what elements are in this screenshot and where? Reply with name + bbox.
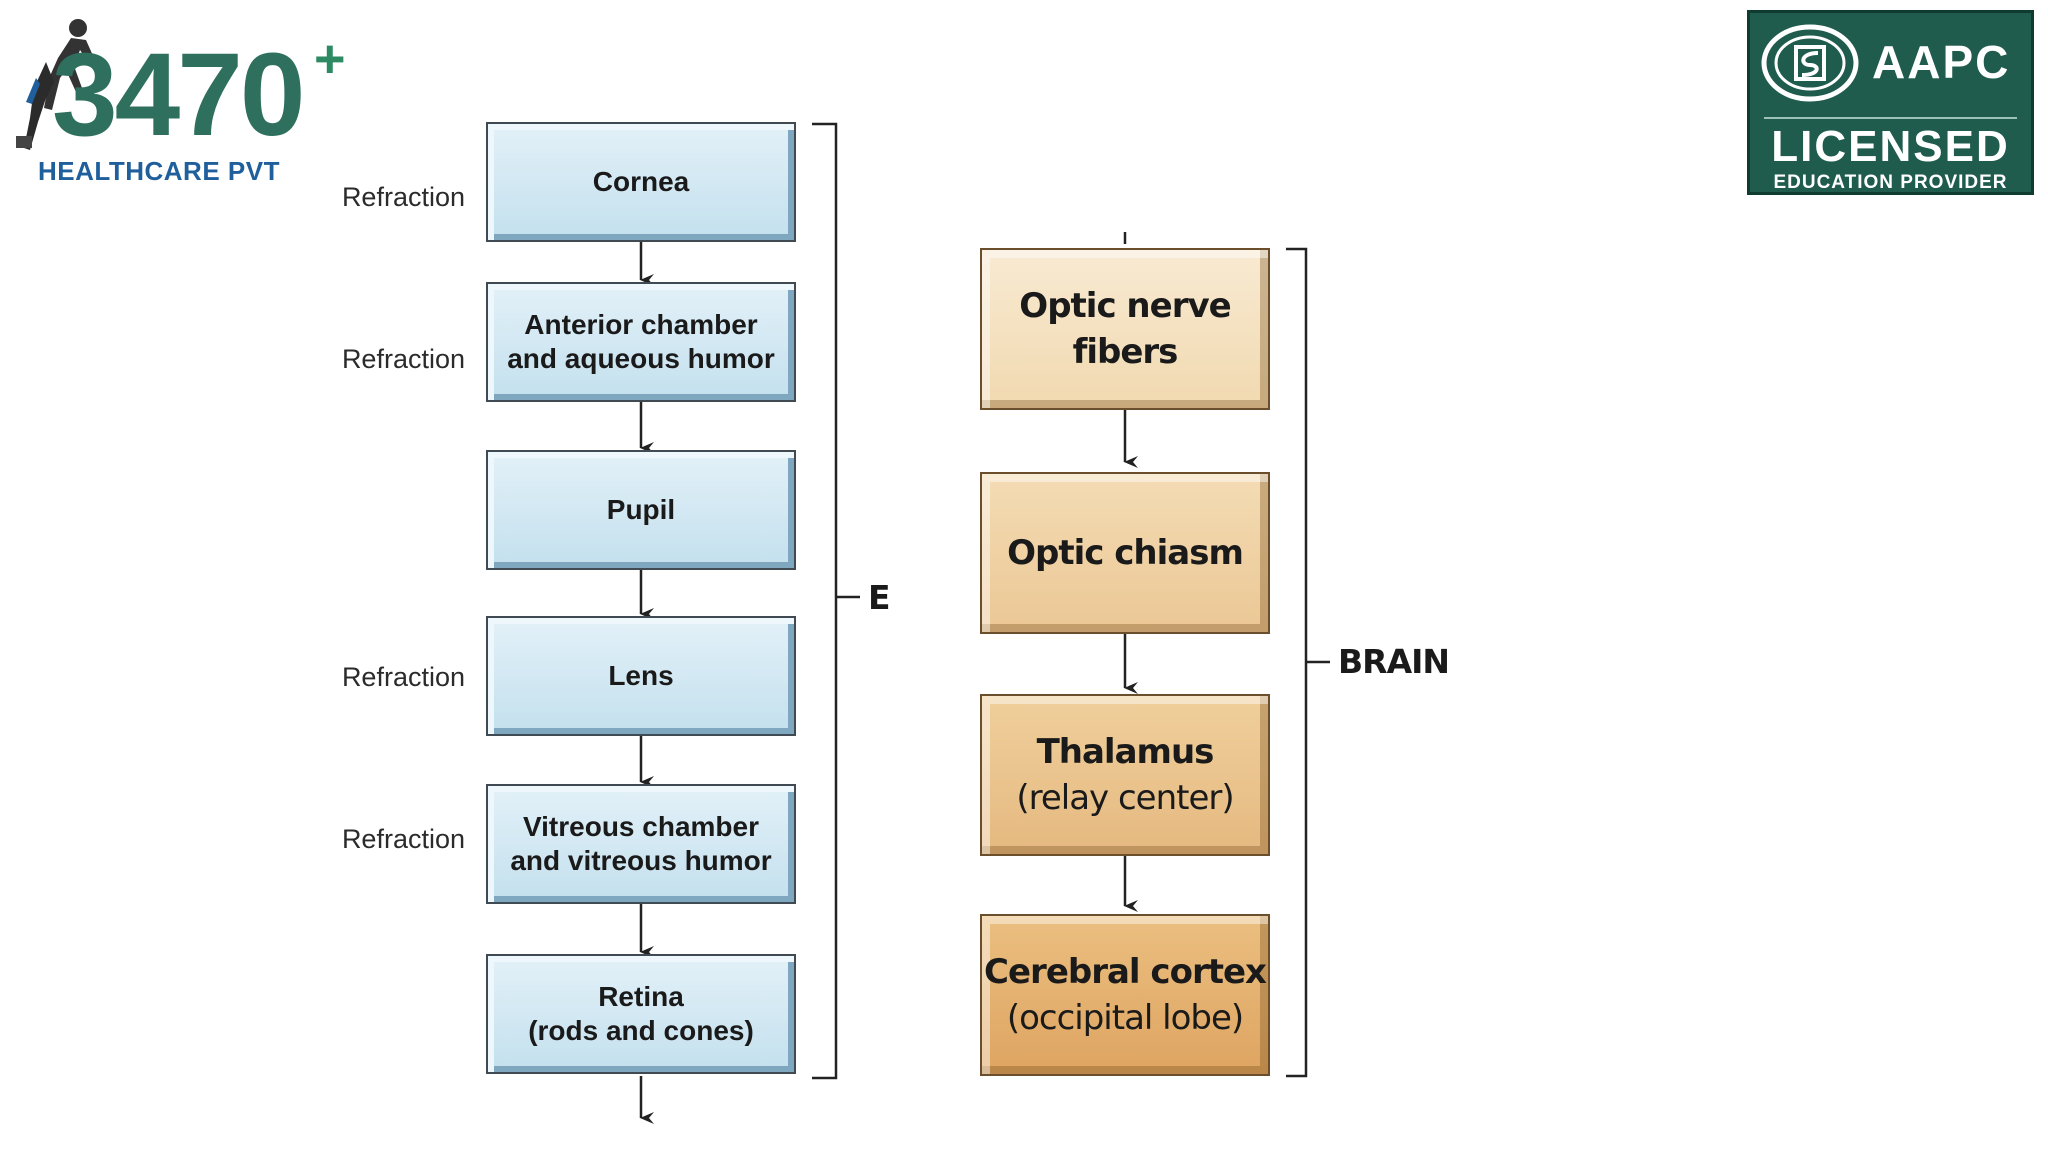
box-vitreous-line1: Vitreous chamber — [522, 811, 760, 842]
box-pupil: Pupil — [486, 450, 796, 570]
aapc-badge: AAPC LICENSED EDUCATION PROVIDER — [1747, 10, 2034, 195]
box-optic-chiasm: Optic chiasm — [980, 472, 1270, 634]
licensed-text: LICENSED — [1771, 122, 2010, 171]
box-vitreous-chamber: Vitreous chamber and vitreous humor — [486, 784, 796, 904]
brain-bracket-label: BRAIN — [1338, 642, 1450, 681]
refraction-label-cornea: Refraction — [341, 182, 465, 212]
box-cortex-line1: Cerebral cortex — [984, 952, 1267, 992]
healthcare-logo: 3470 + HEALTHCARE PVT — [16, 18, 361, 188]
box-cortex-line2: (occipital lobe) — [1006, 998, 1244, 1038]
eye-bracket — [812, 122, 860, 1080]
box-optic-nerve-line1: Optic nerve fibers — [1019, 286, 1231, 372]
box-anterior-line1: Anterior chamber — [524, 309, 758, 340]
refraction-label-anterior: Refraction — [341, 344, 465, 374]
refraction-label-lens: Refraction — [341, 662, 465, 692]
box-thalamus: Thalamus (relay center) — [980, 694, 1270, 856]
logo-plus-icon: + — [314, 29, 346, 89]
box-anterior-chamber: Anterior chamber and aqueous humor — [486, 282, 796, 402]
refraction-label-vitreous: Refraction — [341, 824, 465, 854]
aapc-text: AAPC — [1872, 36, 2011, 88]
box-lens: Lens — [486, 616, 796, 736]
eye-bracket-label: E — [868, 578, 891, 617]
box-retina-line1: Retina — [598, 981, 684, 1012]
box-pupil-line1: Pupil — [606, 494, 676, 525]
logo-digits: 3470 — [52, 29, 306, 161]
box-lens-line1: Lens — [608, 660, 674, 691]
box-optic-nerve-fibers: Optic nerve fibers — [980, 248, 1270, 410]
education-provider-text: EDUCATION PROVIDER — [1773, 172, 2008, 193]
box-retina-line2: (rods and cones) — [528, 1015, 754, 1046]
box-optic-chiasm-line1: Optic chiasm — [1007, 533, 1244, 573]
aapc-emblem-icon — [1761, 24, 1859, 102]
box-thalamus-line2: (relay center) — [1016, 778, 1234, 818]
box-cerebral-cortex: Cerebral cortex (occipital lobe) — [980, 914, 1270, 1076]
box-vitreous-line2: and vitreous humor — [510, 845, 772, 876]
box-thalamus-line1: Thalamus — [1036, 732, 1215, 772]
box-cornea: Cornea — [486, 122, 796, 242]
brain-bracket — [1286, 247, 1330, 1078]
box-retina: Retina (rods and cones) — [486, 954, 796, 1074]
box-cornea-line1: Cornea — [592, 166, 690, 197]
badge-divider — [1764, 117, 2017, 119]
person-icon — [16, 19, 94, 150]
box-anterior-line2: and aqueous humor — [507, 343, 775, 374]
logo-subtitle: HEALTHCARE PVT — [38, 156, 280, 186]
